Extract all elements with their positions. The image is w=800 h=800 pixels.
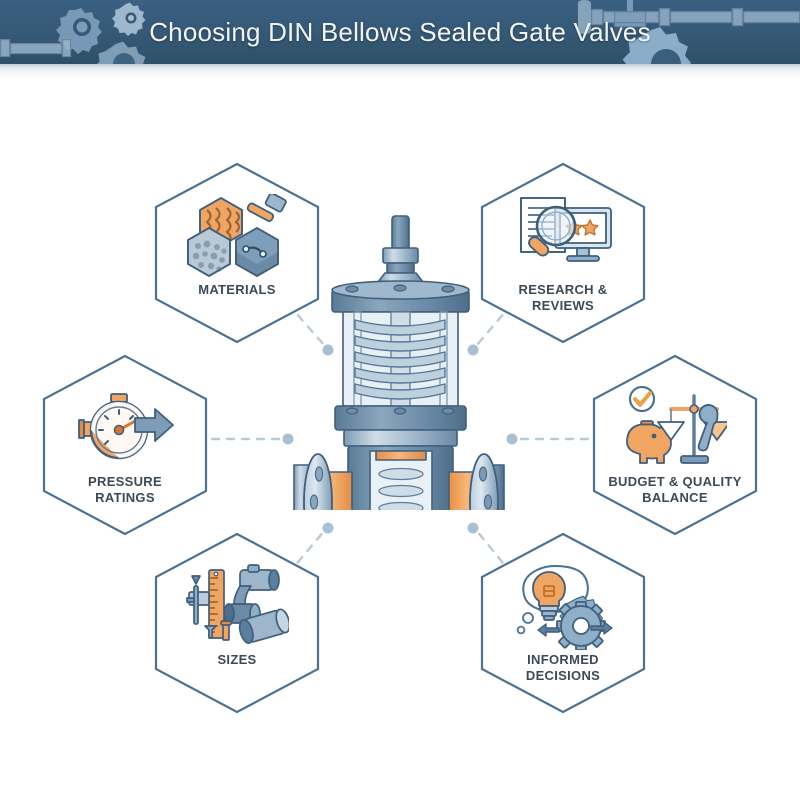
gears-and-pipe-icon bbox=[0, 2, 146, 64]
node-label: MATERIALS bbox=[198, 282, 276, 297]
node-label: RESEARCH & REVIEWS bbox=[518, 282, 608, 313]
ruler-caliper-pipes-icon bbox=[186, 564, 289, 644]
connector-sizes bbox=[286, 528, 327, 576]
piggy-bank-scales-wrench-check-icon bbox=[626, 386, 727, 464]
connector-informed bbox=[474, 528, 514, 576]
lightbulb-thought-bubble-gear-icon bbox=[516, 565, 613, 650]
node-research-reviews[interactable]: RESEARCH & REVIEWS bbox=[478, 160, 648, 346]
header-banner: Choosing DIN Bellows Sealed Gate Valves bbox=[0, 0, 800, 64]
connector-dot-materials bbox=[322, 344, 334, 356]
connector-research bbox=[474, 302, 514, 348]
node-sizes[interactable]: SIZES bbox=[152, 530, 322, 716]
node-materials[interactable]: MATERIALS bbox=[152, 160, 322, 346]
node-label: INFORMED DECISIONS bbox=[525, 652, 601, 683]
page-title: Choosing DIN Bellows Sealed Gate Valves bbox=[149, 17, 651, 47]
node-budget-quality-balance[interactable]: BUDGET & QUALITY BALANCE bbox=[590, 352, 760, 538]
pressure-gauge-and-arrow-icon bbox=[78, 393, 174, 460]
connector-dot-budget bbox=[506, 433, 518, 445]
node-pressure-ratings[interactable]: PRESSURE RATINGS bbox=[40, 352, 210, 538]
connector-dot-research bbox=[467, 344, 479, 356]
connector-lines bbox=[210, 302, 590, 576]
connector-materials bbox=[286, 302, 327, 348]
connector-dot-pressure bbox=[282, 433, 294, 445]
node-label: BUDGET & QUALITY BALANCE bbox=[608, 474, 742, 505]
document-magnifier-monitor-stars-icon bbox=[520, 197, 612, 262]
connector-dot-sizes bbox=[322, 522, 334, 534]
materials-hexagons-and-hammer-icon bbox=[187, 194, 287, 277]
din-bellows-sealed-gate-valve-illustration bbox=[293, 215, 505, 510]
node-label: SIZES bbox=[217, 652, 257, 667]
node-label: PRESSURE RATINGS bbox=[88, 474, 162, 505]
pipe-valve-and-gear-icon bbox=[578, 0, 800, 64]
connector-dot-informed bbox=[467, 522, 479, 534]
node-informed-decisions[interactable]: INFORMED DECISIONS bbox=[478, 530, 648, 716]
diagram-stage: MATERIALS bbox=[0, 64, 800, 800]
